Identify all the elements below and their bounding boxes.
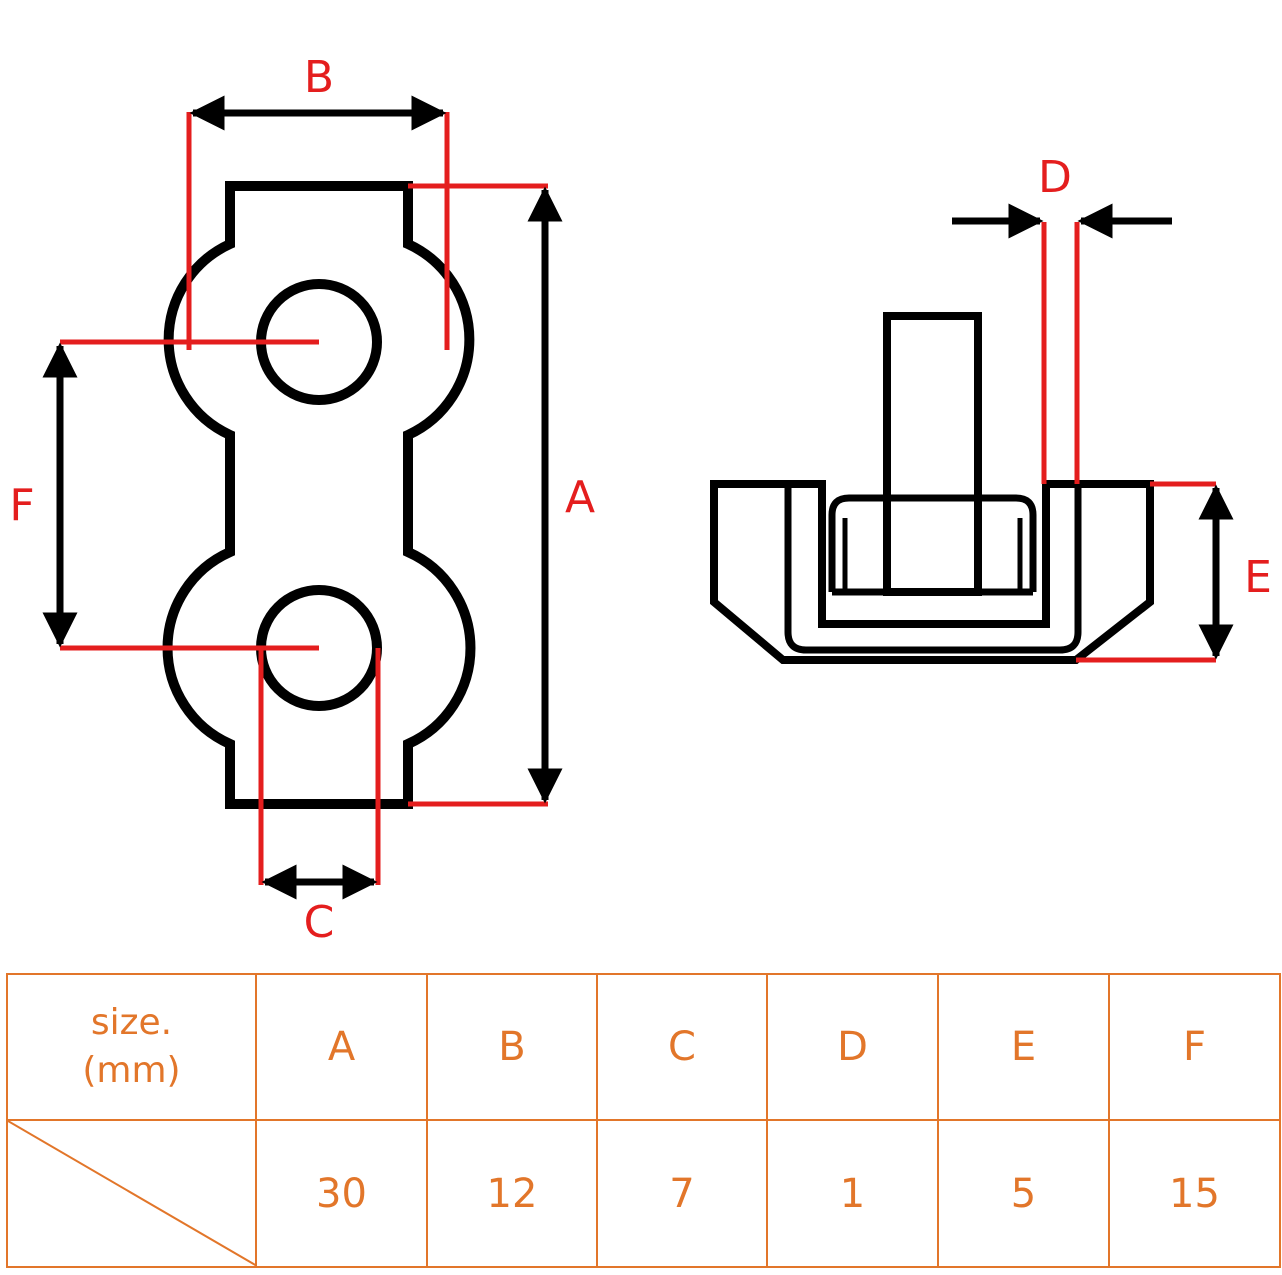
diagonal-line [8, 1121, 257, 1266]
size-table: size. (mm) A B C D E F 30 12 7 1 5 15 [6, 973, 1281, 1268]
value-cell: 15 [1108, 1119, 1281, 1268]
clamp-plate-outline [162, 181, 476, 809]
header-cell: F [1108, 973, 1281, 1121]
clamp-dimension-diagram: B A F C D [9, 52, 1272, 948]
header-cell: E [937, 973, 1110, 1121]
dimension-c: C [258, 648, 381, 948]
value-cell: 30 [255, 1119, 428, 1268]
label-a: A [565, 472, 595, 523]
label-e: E [1244, 552, 1272, 603]
size-label: size. [90, 1002, 173, 1043]
table-header-row: size. (mm) A B C D E F [6, 973, 1281, 1121]
clamp-side-view [710, 312, 1154, 664]
dimension-b: B [186, 52, 450, 350]
value-cell: 5 [937, 1119, 1110, 1268]
label-b: B [304, 52, 334, 103]
dimension-a: A [408, 183, 595, 807]
dimension-d: D [952, 152, 1172, 484]
dimension-f: F [9, 339, 319, 651]
size-unit-cell: size. (mm) [6, 973, 257, 1121]
header-cell: D [766, 973, 939, 1121]
value-cell: 1 [766, 1119, 939, 1268]
side-nut [828, 494, 1037, 592]
dimension-e: E [1076, 481, 1272, 663]
unit-label: (mm) [82, 1050, 181, 1091]
header-cell: C [596, 973, 768, 1121]
value-cell: 7 [596, 1119, 768, 1268]
label-c: C [304, 897, 335, 948]
side-base-inner [784, 484, 1082, 654]
diagonal-corner-cell [6, 1119, 257, 1268]
side-bolt [883, 312, 982, 596]
table-value-row: 30 12 7 1 5 15 [6, 1119, 1281, 1268]
side-base-outer [710, 480, 1154, 664]
value-cell: 12 [426, 1119, 598, 1268]
clamp-front-view [162, 181, 476, 809]
label-d: D [1038, 152, 1072, 203]
header-cell: A [255, 973, 428, 1121]
header-cell: B [426, 973, 598, 1121]
label-f: F [9, 480, 34, 531]
